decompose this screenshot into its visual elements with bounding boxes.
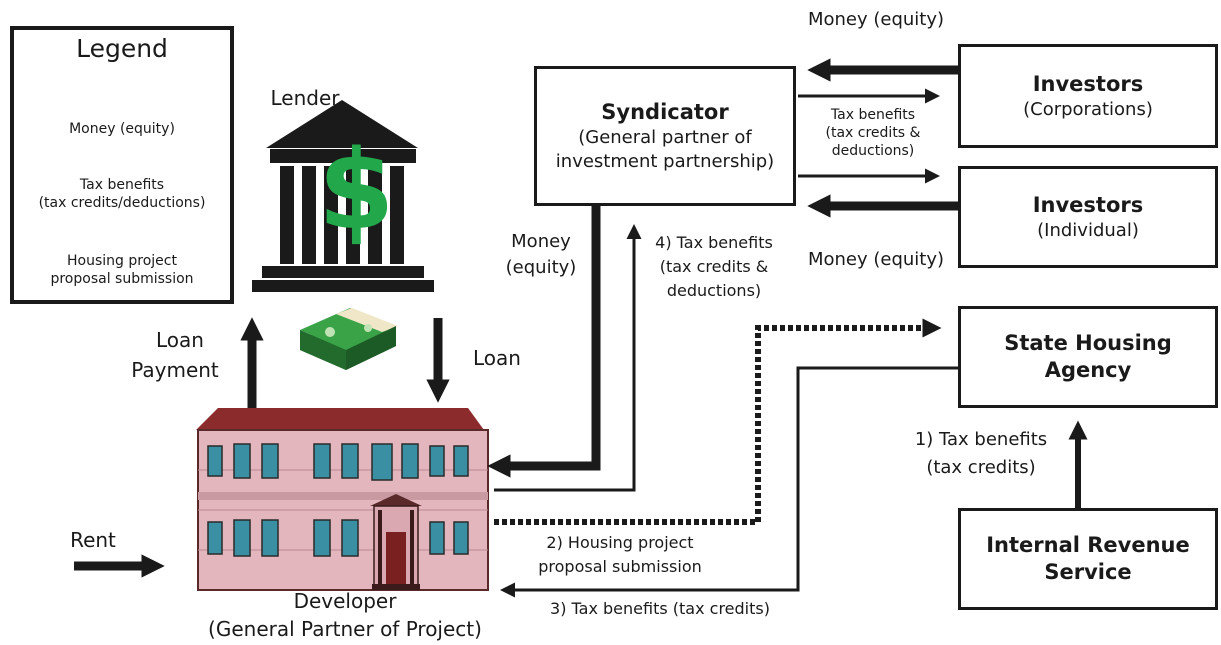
tax-mid-label-1: Tax benefits: [830, 107, 916, 123]
investors-corporations-sub: (Corporations): [1023, 98, 1153, 120]
legend-housing-label-2: proposal submission: [50, 271, 194, 287]
cash-stack-icon: [300, 308, 398, 370]
legend-tax-label-1: Tax benefits: [79, 177, 165, 193]
step3-label: 3) Tax benefits (tax credits): [550, 599, 770, 618]
tax-mid-label-2: (tax credits &: [825, 125, 921, 141]
irs-line2: Service: [1044, 560, 1132, 584]
developer-label-1: Developer: [293, 589, 397, 613]
money-equity-top-label: Money (equity): [807, 9, 945, 30]
developer-label-2: (General Partner of Project): [208, 617, 482, 641]
investors-individual-title: Investors: [1032, 192, 1144, 217]
irs-line1: Internal Revenue: [986, 533, 1190, 557]
step4-tax-benefits-arrow: [494, 224, 642, 492]
step2-label-2: proposal submission: [538, 557, 702, 576]
money-syndicator-developer-arrow: [487, 206, 601, 478]
loan-label: Loan: [473, 346, 521, 370]
investors-corporations-title: Investors: [1032, 71, 1144, 96]
money-left-label-2: (equity): [505, 257, 577, 278]
tax-mid-label-3: deductions): [831, 143, 915, 159]
dollar-icon: $: [318, 126, 395, 254]
rent-label: Rent: [70, 528, 116, 552]
syndicator-box: Syndicator (General partner of investmen…: [534, 66, 796, 206]
step3-tax-credits-arrow: [500, 366, 958, 598]
state-housing-agency-line1: State Housing: [1004, 331, 1172, 355]
syndicator-line2: investment partnership): [555, 150, 775, 172]
legend-tax-label-2: (tax credits/deductions): [38, 195, 206, 211]
step4-label-1: 4) Tax benefits: [655, 233, 773, 252]
legend-housing-label-1: Housing project: [67, 253, 177, 269]
step2-proposal-arrow: [494, 318, 942, 525]
money-equity-bottom-label: Money (equity): [807, 249, 945, 270]
state-housing-agency-box: State Housing Agency: [958, 306, 1218, 408]
loan-payment-label-1: Loan: [156, 328, 204, 352]
legend-money-label: Money (equity): [69, 121, 175, 137]
investors-corporations-box: Investors (Corporations): [958, 44, 1218, 148]
syndicator-line1: (General partner of: [578, 126, 752, 148]
step1-label-1: 1) Tax benefits: [914, 429, 1048, 450]
investors-individual-sub: (Individual): [1037, 219, 1139, 241]
investors-individual-box: Investors (Individual): [958, 166, 1218, 268]
step4-label-2: (tax credits &: [659, 257, 769, 276]
developer-building-icon: [196, 408, 489, 591]
step2-label-1: 2) Housing project: [546, 533, 694, 552]
state-housing-agency-line2: Agency: [1044, 358, 1132, 382]
legend-title: Legend: [76, 34, 168, 63]
bank-icon: [252, 100, 434, 292]
money-left-label-1: Money: [511, 231, 571, 252]
syndicator-title: Syndicator: [601, 99, 729, 124]
legend-box: Legend: [10, 26, 234, 304]
step1-label-2: (tax credits): [926, 457, 1036, 478]
irs-box: Internal Revenue Service: [958, 508, 1218, 610]
loan-payment-label-2: Payment: [131, 358, 219, 382]
lender-label: Lender: [270, 86, 340, 110]
step4-label-3: deductions): [666, 281, 762, 300]
